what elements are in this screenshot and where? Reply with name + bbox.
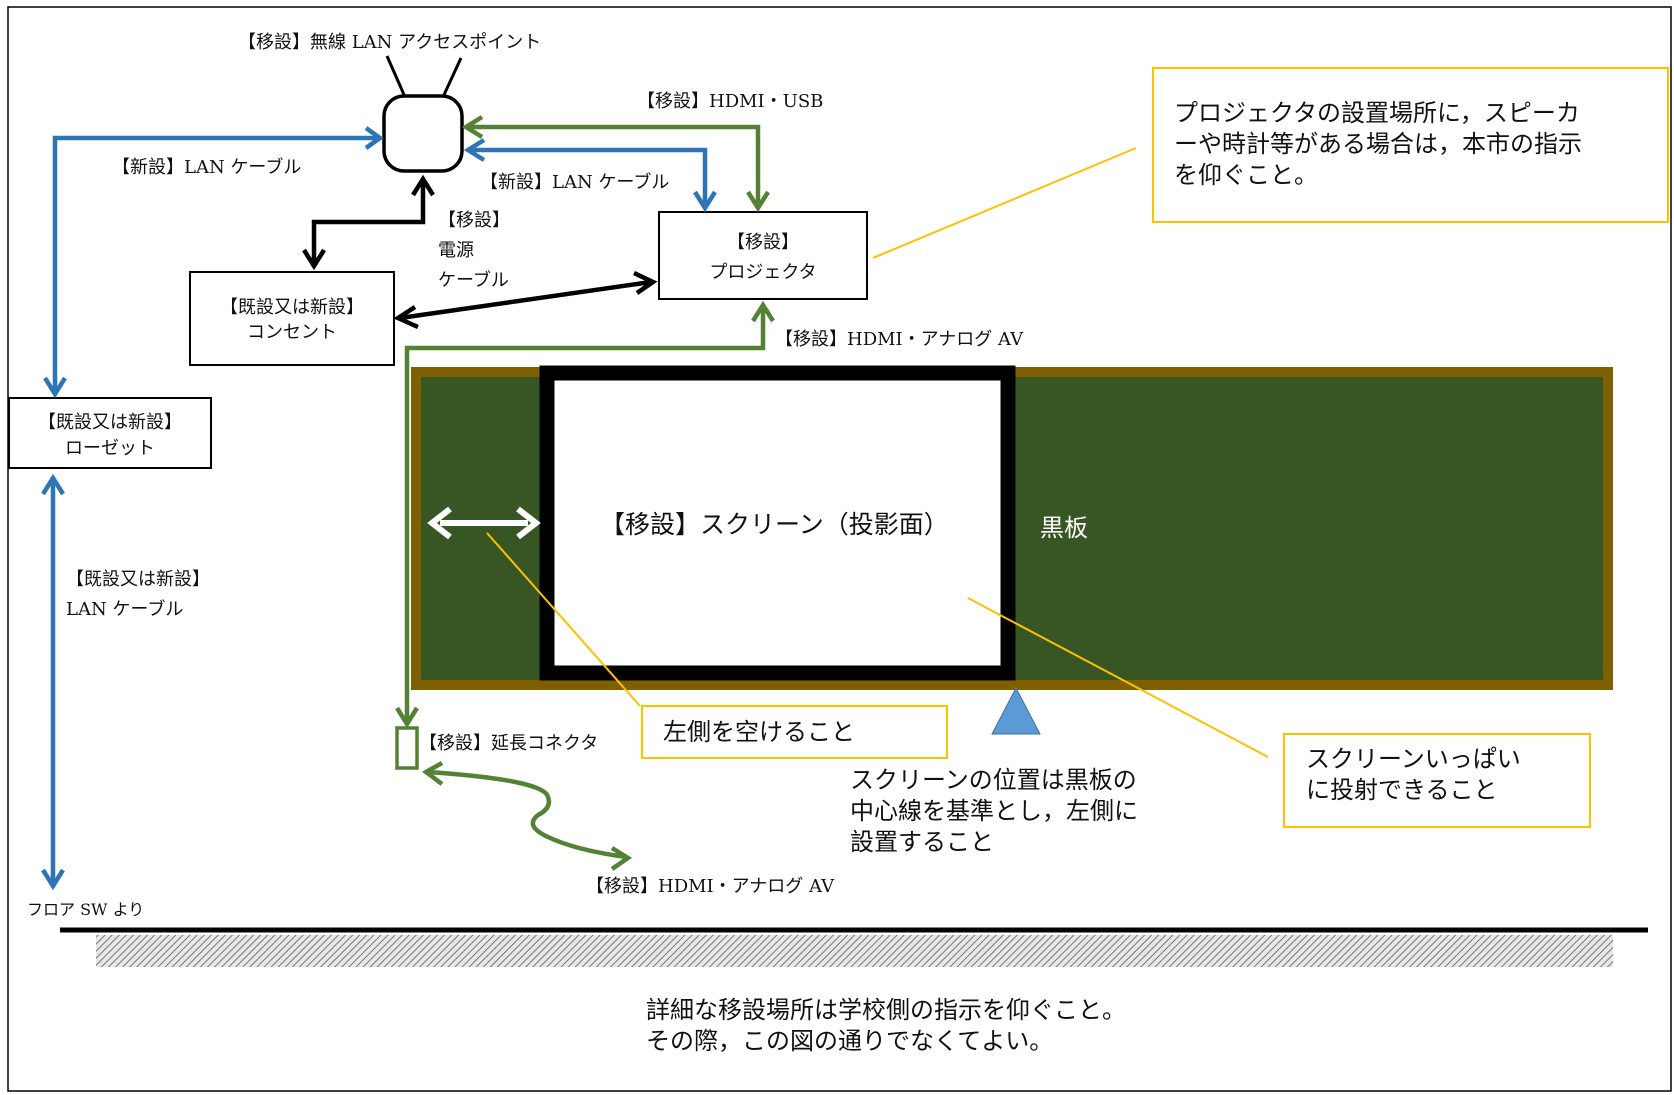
projector-label-2: プロジェクタ — [709, 262, 816, 283]
page-frame — [7, 6, 1672, 1092]
lan-cable-existing — [41, 473, 65, 891]
hdmi-usb-label: 【移設】HDMI・USB — [637, 91, 823, 112]
lan-existing-label-1: 【既設又は新設】 — [66, 569, 210, 590]
left-space-note-text: 左側を空けること — [663, 718, 855, 746]
lan-cable-new-left — [43, 126, 384, 399]
floor-sw-label: フロア SW より — [27, 900, 144, 919]
lan-cable-new-left-label: 【新設】LAN ケーブル — [112, 156, 301, 178]
power-cable-ap — [302, 174, 435, 271]
center-marker-triangle — [991, 686, 1041, 735]
outlet-label-2: コンセント — [247, 322, 337, 343]
projector-note-line-3: を仰ぐこと。 — [1174, 161, 1318, 189]
left-space-note-box — [641, 705, 948, 759]
projector-box — [658, 211, 868, 300]
full-projection-line-2: に投射できること — [1306, 776, 1498, 804]
hdmi-usb-cable — [461, 115, 770, 213]
access-point-label: 【移設】無線 LAN アクセスポイント — [238, 32, 541, 53]
projector-note-leader — [872, 147, 1137, 259]
screen — [539, 365, 1016, 681]
extension-connector — [395, 726, 419, 770]
screen-position-line-2: 中心線を基準とし，左側に — [850, 797, 1138, 825]
outlet-label-1: 【既設又は新設】 — [220, 297, 364, 318]
screen-position-line-3: 設置すること — [850, 828, 994, 856]
blackboard-label: 黒板 — [1040, 514, 1088, 542]
projector-note-line-2: ーや時計等がある場合は，本市の指示 — [1174, 130, 1582, 158]
hdmi-analog-top-cable — [395, 300, 775, 729]
floor-hatch — [96, 935, 1613, 967]
rosette-label-1: 【既設又は新設】 — [38, 412, 182, 433]
hdmi-analog-bottom-cable — [421, 761, 633, 871]
hdmi-analog-bottom-label: 【移設】HDMI・アナログ AV — [586, 876, 835, 897]
screen-position-line-1: スクリーンの位置は黒板の — [850, 766, 1137, 794]
left-gap-arrow — [427, 506, 541, 540]
projector-label-1: 【移設】 — [727, 232, 799, 253]
projector-note-line-1: プロジェクタの設置場所に，スピーカ — [1174, 99, 1580, 127]
full-projection-leader — [967, 597, 1269, 758]
power-cable-projector — [393, 270, 658, 330]
lan-cable-new-right-label: 【新設】LAN ケーブル — [480, 171, 669, 193]
footer-line-1: 詳細な移設場所は学校側の指示を仰ぐこと。 — [646, 996, 1126, 1024]
screen-label: 【移設】スクリーン（投影面） — [600, 510, 949, 539]
outlet-box — [189, 271, 395, 366]
power-cable-label-1: 【移設】 — [438, 210, 510, 231]
lan-existing-label-2: LAN ケーブル — [66, 598, 183, 620]
access-point-icon — [382, 55, 464, 173]
full-projection-line-1: スクリーンいっぱい — [1306, 745, 1521, 773]
rosette-box — [8, 397, 212, 469]
power-cable-label-2: 電源 — [438, 240, 474, 261]
projector-note-box — [1152, 67, 1669, 223]
footer-line-2: その際，この図の通りでなくてよい。 — [646, 1027, 1053, 1055]
hdmi-analog-top-label: 【移設】HDMI・アナログ AV — [775, 329, 1024, 350]
power-cable-label-3: ケーブル — [438, 269, 509, 291]
rosette-label-2: ローゼット — [65, 438, 155, 459]
left-space-leader — [486, 532, 641, 707]
lan-cable-new-right — [463, 138, 717, 213]
full-projection-note-box — [1283, 733, 1591, 828]
extension-connector-label: 【移設】延長コネクタ — [419, 733, 598, 754]
